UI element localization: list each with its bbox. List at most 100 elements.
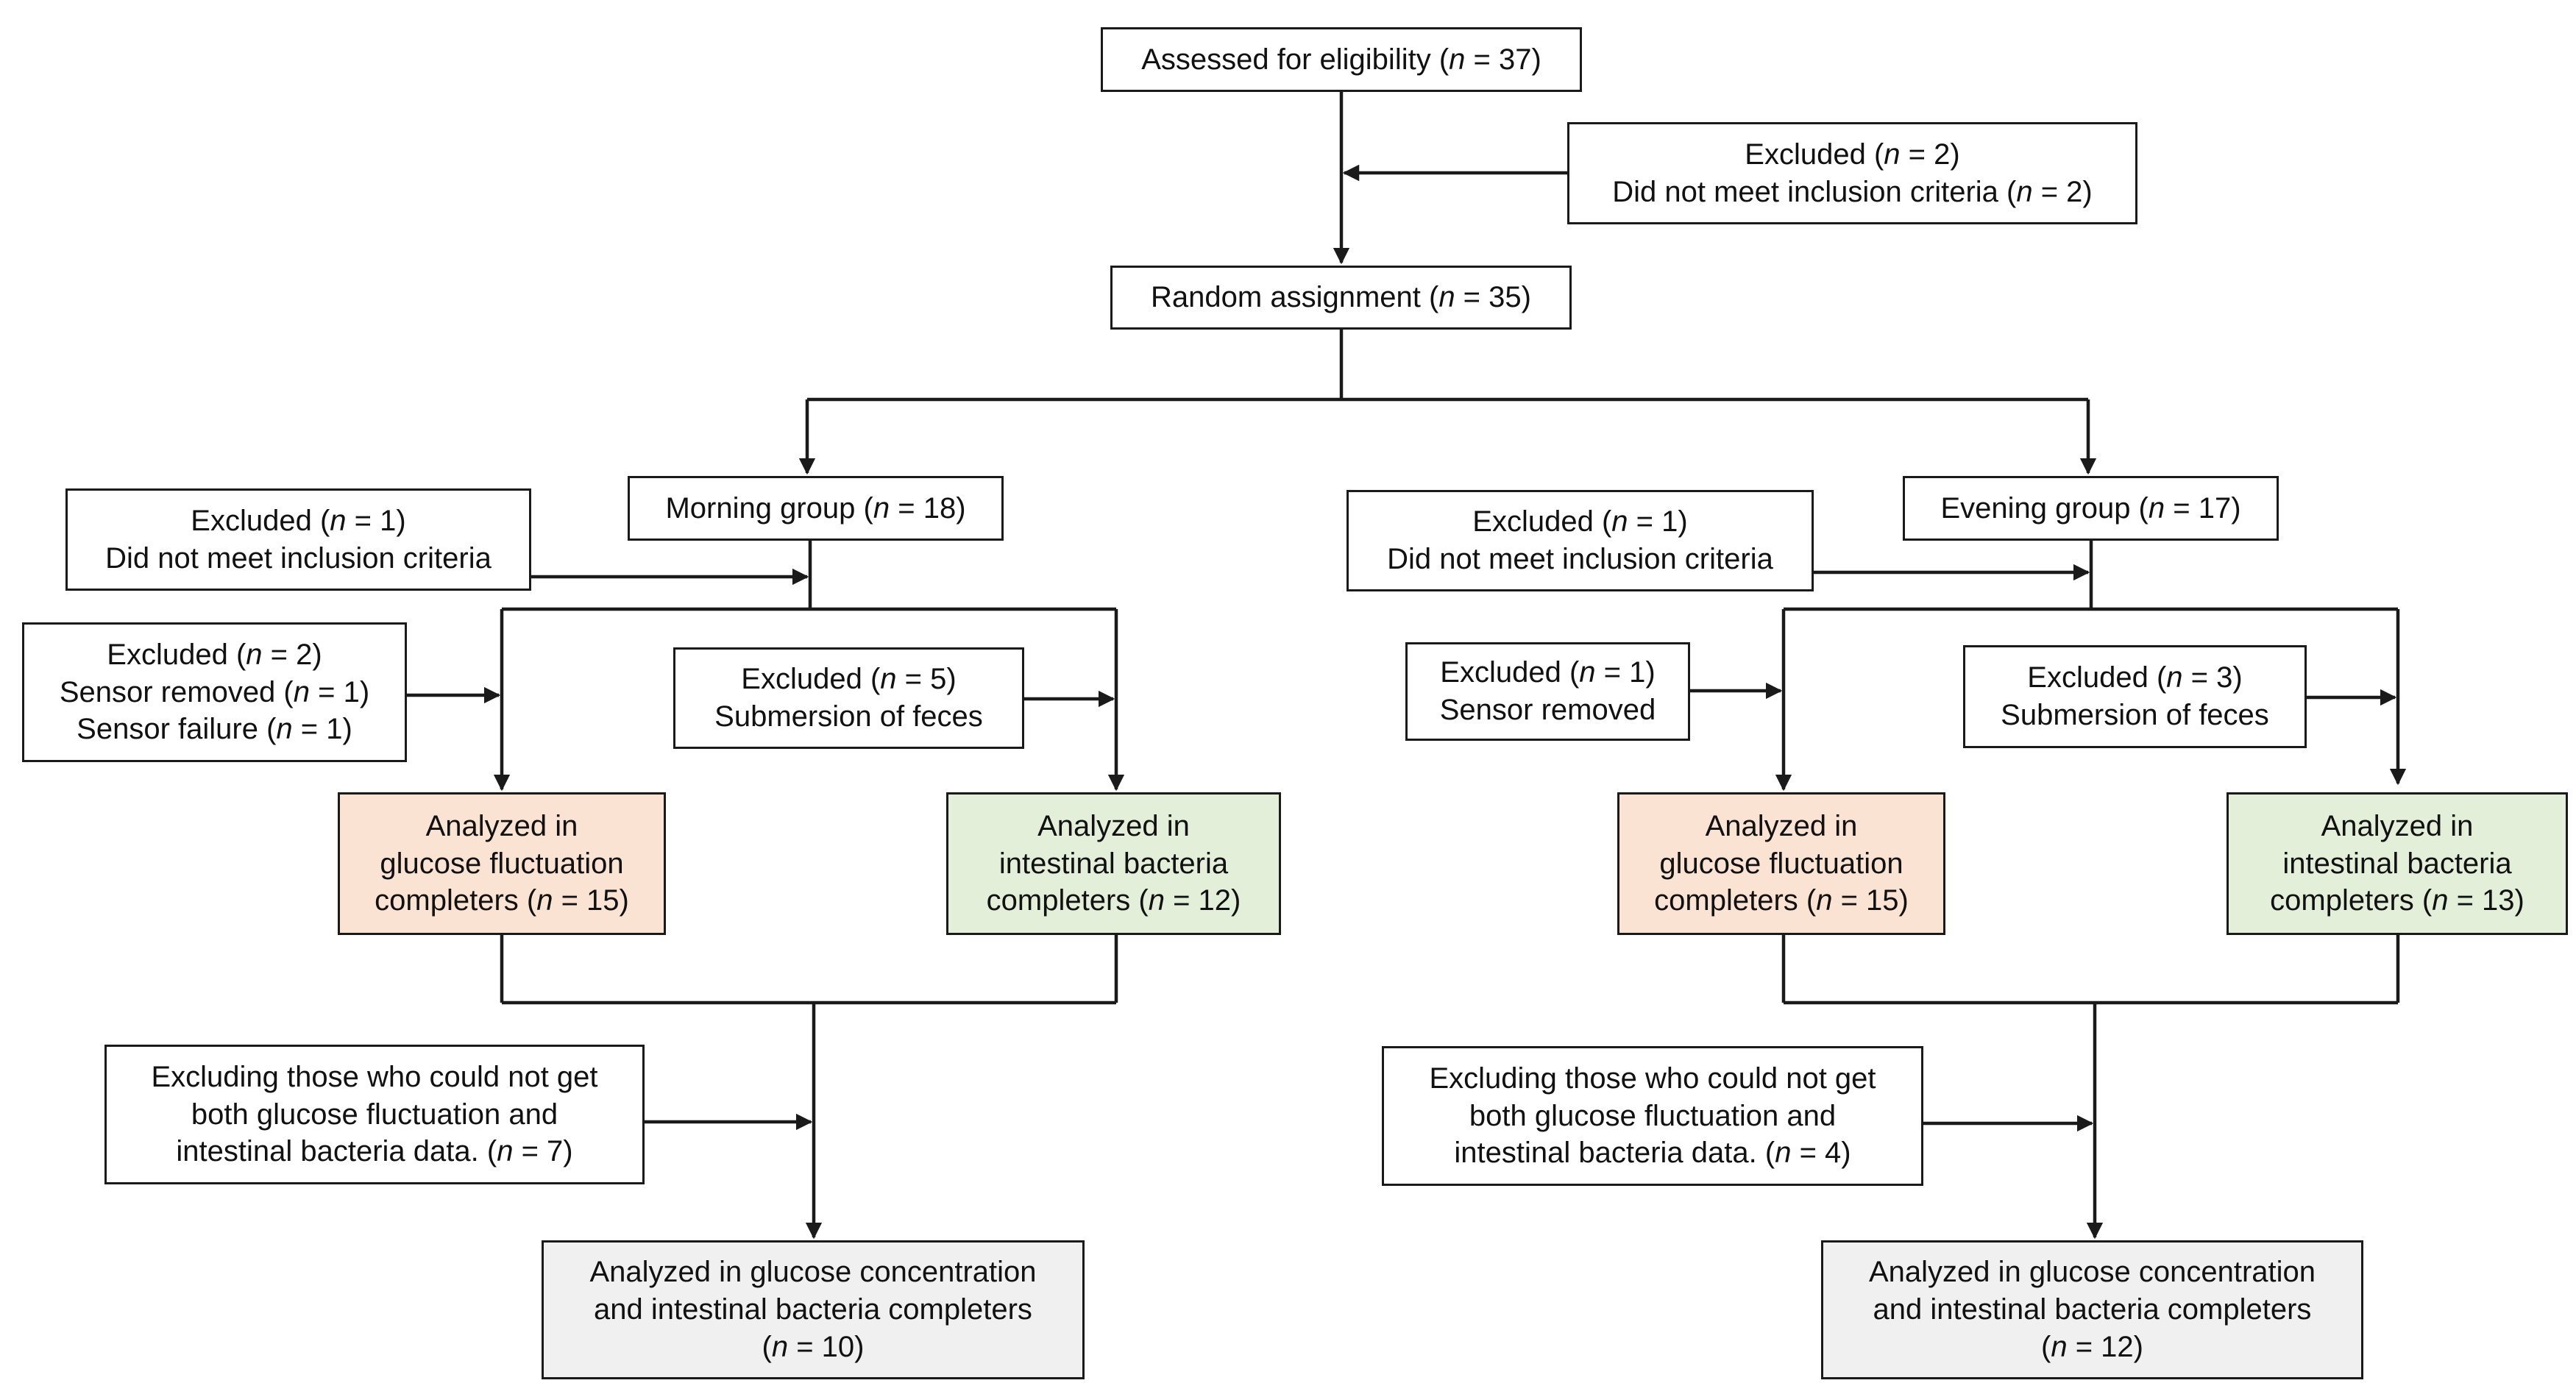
text-segment: Excluded ( [1472,505,1612,538]
text-segment: Random assignment ( [1151,281,1439,314]
box-text-line: both glucose fluctuation and [1469,1098,1836,1135]
text-segment: Excluded ( [1440,656,1580,689]
excluded-eligibility-box: Excluded (n = 2)Did not meet inclusion c… [1567,122,2137,224]
text-segment: both glucose fluctuation and [191,1098,558,1131]
text-segment: Sensor failure ( [77,713,277,746]
text-segment: Sensor removed ( [59,675,294,708]
italic-n-symbol: n [2432,884,2449,917]
morning-final-completers-box: Analyzed in glucose concentration and int… [542,1240,1085,1379]
text-segment: = 35) [1455,281,1531,314]
text-segment: Excluded ( [191,504,330,537]
text-segment: Excluded ( [2027,661,2167,694]
text-segment: Analyzed in [1705,809,1858,842]
box-text-line: completers (n = 15) [1654,882,1909,920]
text-segment: Sensor removed [1439,694,1656,726]
random-assignment-box: Random assignment (n = 35) [1110,266,1572,330]
text-segment: intestinal bacteria data. ( [1454,1137,1775,1170]
box-text-line: Did not meet inclusion criteria [105,540,492,577]
text-segment: = 1) [1628,505,1688,538]
text-segment: Did not meet inclusion criteria [105,541,492,575]
text-segment: = 2) [2032,175,2093,208]
evening-excluded-criteria-box: Excluded (n = 1)Did not meet inclusion c… [1346,490,1814,591]
text-segment: Evening group ( [1940,491,2149,525]
box-text-line: completers (n = 13) [2270,882,2524,920]
italic-n-symbol: n [771,1330,789,1363]
text-segment: = 18) [890,491,966,525]
text-segment: completers ( [375,884,537,917]
text-segment: intestinal bacteria [2282,847,2512,880]
text-segment: Excluding those who could not get [151,1060,598,1093]
text-segment: Morning group ( [665,491,873,525]
evening-excluded-feces-box: Excluded (n = 3)Submersion of feces [1963,645,2307,748]
text-segment: = 1) [292,713,352,746]
italic-n-symbol: n [1579,656,1596,689]
italic-n-symbol: n [1449,43,1466,76]
text-segment: = 1) [346,504,406,537]
text-segment: Assessed for eligibility ( [1141,43,1450,76]
italic-n-symbol: n [2016,175,2033,208]
box-text-line: Excluded (n = 3) [2027,659,2242,697]
text-segment: Excluding those who could not get [1429,1062,1876,1095]
text-segment: = 12) [1164,884,1241,917]
box-text-line: Morning group (n = 18) [665,490,965,527]
text-segment: completers ( [2270,884,2433,917]
text-segment: intestinal bacteria [998,847,1229,880]
box-text-line: Excluded (n = 1) [191,502,405,540]
italic-n-symbol: n [1816,884,1833,917]
box-text-line: Analyzed in [2321,808,2474,845]
box-text-line: Did not meet inclusion criteria [1387,541,1773,578]
morning-excluding-both-box: Excluding those who could not get both gl… [104,1045,645,1184]
text-segment: Analyzed in [425,809,578,842]
box-text-line: Submersion of feces [2001,697,2269,734]
text-segment: Analyzed in [2321,809,2474,842]
morning-bacteria-completers-box: Analyzed in intestinal bacteria completers… [946,792,1281,935]
box-text-line: Analyzed in [1037,808,1190,845]
text-segment: glucose fluctuation [1659,847,1903,880]
italic-n-symbol: n [1611,505,1628,538]
text-segment: = 1) [310,675,370,708]
text-segment: = 17) [2165,491,2241,525]
text-segment: = 10) [788,1330,865,1363]
box-text-line: glucose fluctuation [380,845,623,883]
box-text-line: Analyzed in [1706,808,1858,845]
text-segment: completers ( [986,884,1149,917]
text-segment: Submersion of feces [2001,699,2269,731]
box-text-line: Did not meet inclusion criteria (n = 2) [1612,174,2093,211]
text-segment: Analyzed in glucose concentration [589,1256,1037,1289]
box-text-line: intestinal bacteria [999,845,1228,883]
text-segment: ( [2041,1330,2051,1363]
text-segment: = 12) [2067,1330,2143,1363]
text-segment: and intestinal bacteria completers [594,1293,1032,1326]
text-segment: = 13) [2448,884,2524,917]
box-text-line: Analyzed in glucose concentration [589,1254,1036,1291]
box-text-line: and intestinal bacteria completers [594,1291,1032,1329]
text-segment: Did not meet inclusion criteria ( [1612,175,2017,208]
box-text-line: Submersion of feces [714,698,983,736]
italic-n-symbol: n [246,638,263,671]
italic-n-symbol: n [873,491,890,525]
box-text-line: Analyzed in [426,808,578,845]
box-text-line: Sensor removed (n = 1) [60,674,369,711]
text-segment: = 5) [896,663,957,696]
italic-n-symbol: n [880,663,897,696]
evening-group-box: Evening group (n = 17) [1903,476,2279,541]
morning-excluded-criteria-box: Excluded (n = 1)Did not meet inclusion c… [65,488,531,591]
box-text-line: Excluded (n = 1) [1472,503,1687,541]
box-text-line: Excluded (n = 2) [107,636,322,674]
box-text-line: Excluding those who could not get [151,1059,597,1096]
text-segment: Analyzed in [1037,809,1190,842]
text-segment: = 2) [262,638,322,671]
text-segment: Submersion of feces [714,700,983,733]
evening-excluded-sensor-box: Excluded (n = 1)Sensor removed [1405,642,1690,741]
box-text-line: intestinal bacteria data. (n = 7) [176,1133,572,1170]
box-text-line: intestinal bacteria data. (n = 4) [1454,1134,1851,1172]
text-segment: = 2) [1900,138,1960,171]
italic-n-symbol: n [1438,281,1455,314]
box-text-line: Excluded (n = 1) [1440,654,1655,692]
italic-n-symbol: n [1775,1137,1792,1170]
text-segment: Excluded ( [1745,138,1884,171]
